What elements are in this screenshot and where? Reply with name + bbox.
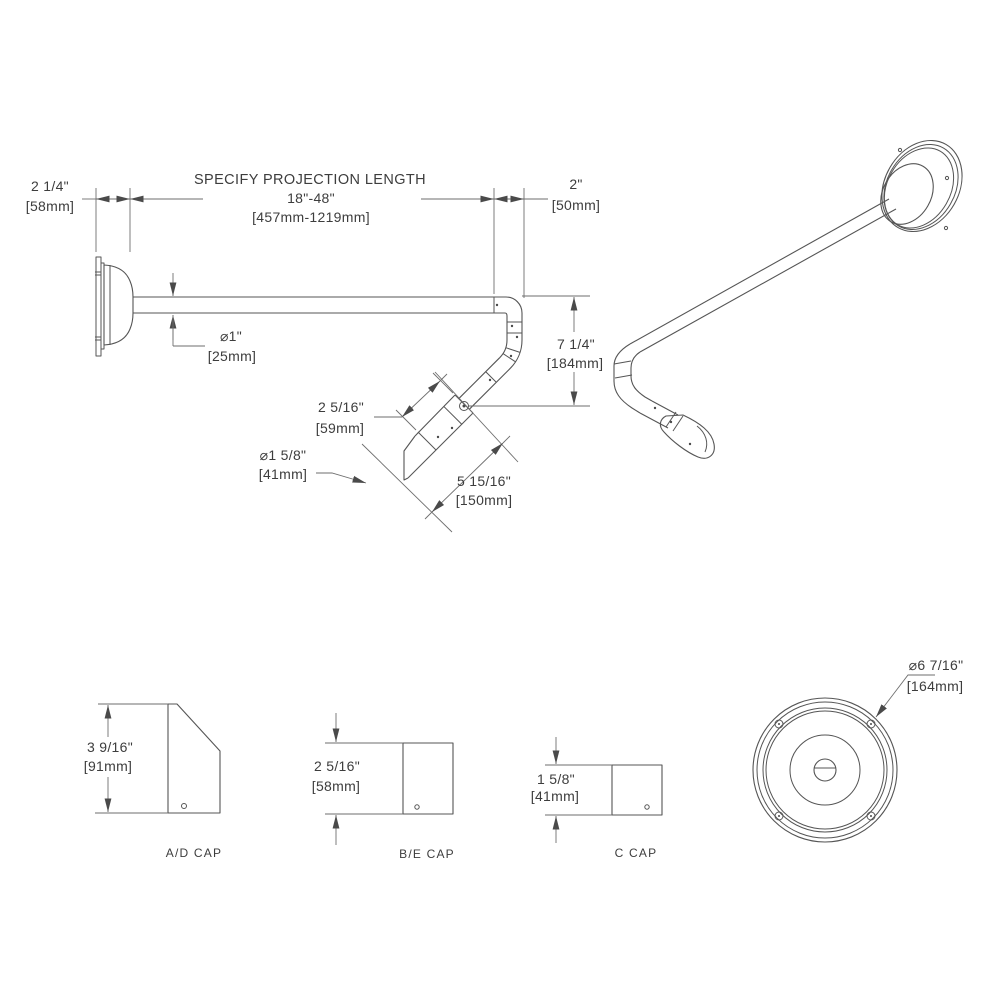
canopy-screws xyxy=(774,719,876,821)
cap-be-height-in: 2 5/16" xyxy=(314,758,360,774)
canopy-screw-icon xyxy=(944,175,950,181)
pivot-screw xyxy=(459,401,469,411)
cap-c-view: 1 5/8" [41mm] C CAP xyxy=(531,737,663,860)
dim-canopy-dia-in: ⌀6 7/16" xyxy=(909,657,964,673)
dim-wall-depth: 2 1/4" [58mm] xyxy=(26,178,131,252)
dim-end-offset-in: 2" xyxy=(569,176,582,192)
cap-c-height-in: 1 5/8" xyxy=(537,771,575,787)
dim-stem-len-mm: [150mm] xyxy=(456,492,513,508)
cap-screw-icon xyxy=(181,803,187,809)
cap-be-view: 2 5/16" [58mm] B/E CAP xyxy=(312,713,455,861)
dim-drop: 7 1/4" [184mm] xyxy=(469,295,604,407)
dim-canopy-dia-mm: [164mm] xyxy=(907,678,964,694)
dim-pipe-diameter: ⌀1" [25mm] xyxy=(169,273,256,364)
dim-end-offset: 2" [50mm] xyxy=(493,176,600,298)
arm-pipe xyxy=(133,296,495,314)
dim-drop-mm: [184mm] xyxy=(547,355,604,371)
cap-ad-view: 3 9/16" [91mm] A/D CAP xyxy=(84,703,222,860)
front-view: 2 1/4" [58mm] SPECIFY PROJECTION LENGTH … xyxy=(26,172,604,533)
dim-end-offset-mm: [50mm] xyxy=(552,197,600,213)
cap-be-label: B/E CAP xyxy=(399,847,455,861)
dim-drop-in: 7 1/4" xyxy=(557,336,595,352)
dim-canopy-diameter: ⌀6 7/16" [164mm] xyxy=(875,657,964,718)
dim-stem-dia-in: ⌀1 5/8" xyxy=(260,447,307,463)
iso-end-cap xyxy=(659,414,715,459)
canopy-back-view: ⌀6 7/16" [164mm] xyxy=(752,657,964,843)
elbow-drop xyxy=(494,296,523,369)
canopy-dome-profile xyxy=(103,264,134,346)
cap-ad-height-in: 3 9/16" xyxy=(87,739,133,755)
cap-ad-height-mm: [91mm] xyxy=(84,758,132,774)
dim-collar-length: 2 5/16" [59mm] xyxy=(316,372,454,436)
projection-range-mm: [457mm-1219mm] xyxy=(252,209,370,225)
iso-canopy xyxy=(880,139,963,233)
dim-pipe-dia-in: ⌀1" xyxy=(220,328,242,344)
dim-collar-mm: [59mm] xyxy=(316,420,364,436)
canopy-screw-icon xyxy=(943,225,949,231)
dim-stem-length: 5 15/16" [150mm] xyxy=(361,371,519,533)
iso-arm xyxy=(613,198,897,432)
dim-projection-length: SPECIFY PROJECTION LENGTH 18"-48" [457mm… xyxy=(130,172,494,225)
cap-ad-label: A/D CAP xyxy=(166,846,222,860)
cap-screw-icon xyxy=(644,804,650,810)
dim-stem-diameter: ⌀1 5/8" [41mm] xyxy=(259,447,367,484)
isometric-view xyxy=(613,139,963,459)
dim-stem-dia-mm: [41mm] xyxy=(259,466,307,482)
projection-range-in: 18"-48" xyxy=(287,190,335,206)
dim-wall-depth-in: 2 1/4" xyxy=(31,178,69,194)
projection-title: SPECIFY PROJECTION LENGTH xyxy=(194,172,426,188)
dim-pipe-dia-mm: [25mm] xyxy=(208,348,256,364)
center-marks xyxy=(436,303,519,439)
dim-stem-len-in: 5 15/16" xyxy=(457,473,511,489)
cap-be-height-mm: [58mm] xyxy=(312,778,360,794)
canopy-screw-icon xyxy=(897,147,903,153)
cap-c-label: C CAP xyxy=(615,846,658,860)
dim-wall-depth-mm: [58mm] xyxy=(26,198,74,214)
angled-tube xyxy=(458,357,511,410)
wall-plate xyxy=(95,256,105,357)
cap-c-height-mm: [41mm] xyxy=(531,788,579,804)
dim-collar-in: 2 5/16" xyxy=(318,399,364,415)
cap-screw-icon xyxy=(414,804,420,810)
